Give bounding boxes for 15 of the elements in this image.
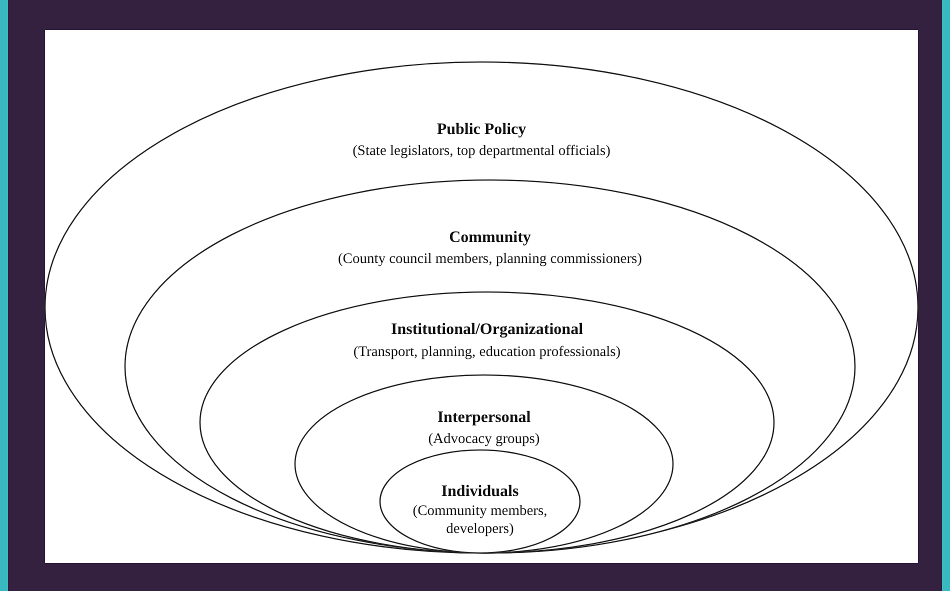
nested-ellipse [125, 180, 855, 553]
level-description: (State legislators, top departmental officials) [352, 142, 612, 160]
level-description: (Community members, developers) [412, 502, 548, 538]
level-title: Institutional/Organizational [390, 320, 584, 340]
level-title: Interpersonal [436, 408, 532, 428]
nested-ellipse [45, 62, 918, 553]
level-description: (Advocacy groups) [427, 430, 541, 448]
level-title: Public Policy [436, 120, 528, 140]
level-title: Community [448, 228, 532, 248]
level-title: Individuals [440, 482, 520, 502]
level-description: (Transport, planning, education professionals) [352, 343, 622, 361]
nested-ellipse [380, 450, 580, 553]
level-description: (County council members, planning commissioners) [336, 250, 644, 268]
nested-ellipse [295, 375, 673, 553]
nested-ellipse [200, 292, 774, 553]
